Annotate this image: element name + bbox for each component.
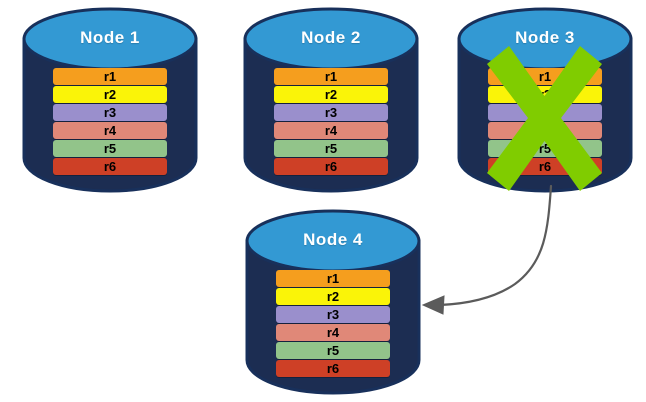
node-2-row-r3[interactable]: r3 <box>274 104 388 121</box>
node-4-row-r1-label: r1 <box>326 271 340 286</box>
node-2-row-r4[interactable]: r4 <box>274 122 388 139</box>
node-1-row-r5[interactable]: r5 <box>53 140 167 157</box>
node-1-row-r6[interactable]: r6 <box>53 158 167 175</box>
node-4-row-r5-label: r5 <box>326 343 340 358</box>
node-2-row-r3-label: r3 <box>324 105 338 120</box>
node-1-row-r2-label: r2 <box>103 87 117 102</box>
node-2-row-r6-label: r6 <box>324 159 338 174</box>
node-4-cylinder[interactable]: Node 4 r1 r2 r3 r4 r5 r6 <box>245 208 421 395</box>
node-2-row-r6[interactable]: r6 <box>274 158 388 175</box>
node-1-row-r3[interactable]: r3 <box>53 104 167 121</box>
node-4-row-r3-label: r3 <box>326 307 340 322</box>
node-4-row-r2[interactable]: r2 <box>276 288 390 305</box>
node-4-row-r1[interactable]: r1 <box>276 270 390 287</box>
node-4-row-r2-label: r2 <box>326 289 340 304</box>
node-1-row-r4[interactable]: r4 <box>53 122 167 139</box>
node-2-row-r2-label: r2 <box>324 87 338 102</box>
node-1-row-r1[interactable]: r1 <box>53 68 167 85</box>
node-4-row-r5[interactable]: r5 <box>276 342 390 359</box>
node-1-rows: r1 r2 r3 r4 r5 r6 <box>22 68 198 176</box>
node-4-row-r4-label: r4 <box>326 325 340 340</box>
node-1-row-r2[interactable]: r2 <box>53 86 167 103</box>
node-4-row-r6-label: r6 <box>326 361 340 376</box>
node-1-row-r1-label: r1 <box>103 69 117 84</box>
node-2-row-r1-label: r1 <box>324 69 338 84</box>
node-4-row-r4[interactable]: r4 <box>276 324 390 341</box>
node-4-row-r3[interactable]: r3 <box>276 306 390 323</box>
node-1-row-r5-label: r5 <box>103 141 117 156</box>
node-2-rows: r1 r2 r3 r4 r5 r6 <box>243 68 419 176</box>
node-2-row-r2[interactable]: r2 <box>274 86 388 103</box>
node-4-row-r6[interactable]: r6 <box>276 360 390 377</box>
node-1-row-r6-label: r6 <box>103 159 117 174</box>
node-2-row-r4-label: r4 <box>324 123 338 138</box>
node-2-row-r5-label: r5 <box>324 141 338 156</box>
node-4-rows: r1 r2 r3 r4 r5 r6 <box>245 270 421 378</box>
node-1-row-r3-label: r3 <box>103 105 117 120</box>
node-2-cylinder[interactable]: Node 2 r1 r2 r3 r4 r5 r6 <box>243 6 419 193</box>
node-1-cylinder[interactable]: Node 1 r1 r2 r3 r4 r5 r6 <box>22 6 198 193</box>
node-1-row-r4-label: r4 <box>103 123 117 138</box>
node-2-row-r1[interactable]: r1 <box>274 68 388 85</box>
node-2-row-r5[interactable]: r5 <box>274 140 388 157</box>
